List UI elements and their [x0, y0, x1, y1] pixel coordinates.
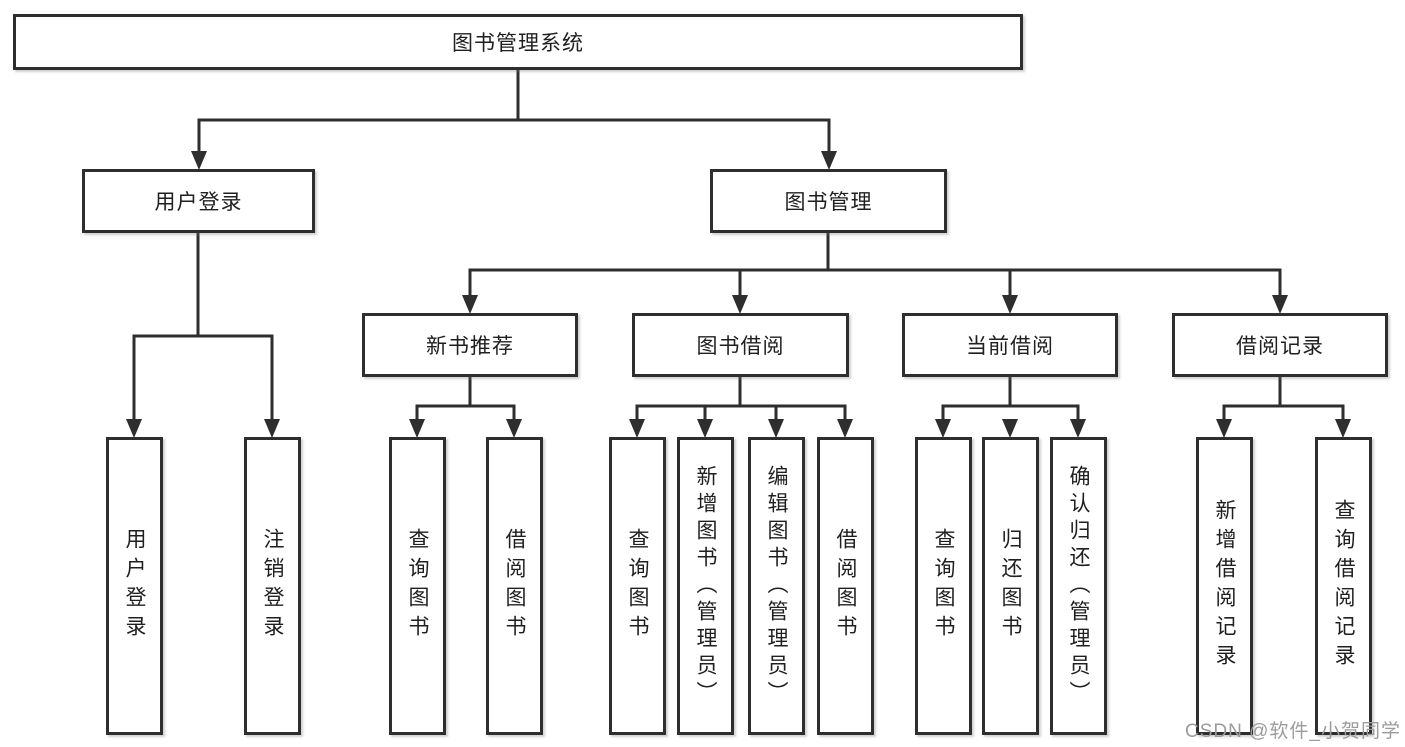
leaf-query-books-recommend: 查询图书 — [389, 437, 446, 735]
arrowheads — [126, 151, 1351, 438]
node-book-borrow: 图书借阅 — [632, 313, 849, 377]
leaf-confirm-return-admin: 确认归还（管理员） — [1050, 437, 1107, 735]
node-current-borrow: 当前借阅 — [902, 313, 1118, 377]
leaf-add-book-admin: 新增图书（管理员） — [677, 437, 734, 735]
leaf-query-borrow-record: 查询借阅记录 — [1315, 437, 1372, 735]
node-root-system: 图书管理系统 — [13, 14, 1023, 70]
leaf-user-login: 用户登录 — [106, 437, 163, 735]
leaf-logout: 注销登录 — [244, 437, 301, 735]
node-borrow-records: 借阅记录 — [1172, 313, 1388, 377]
leaf-query-books-borrow: 查询图书 — [609, 437, 666, 735]
node-user-login: 用户登录 — [82, 169, 315, 233]
leaf-borrow-book: 借阅图书 — [817, 437, 874, 735]
leaf-return-book: 归还图书 — [982, 437, 1039, 735]
node-book-management: 图书管理 — [710, 169, 947, 233]
leaf-add-borrow-record: 新增借阅记录 — [1196, 437, 1253, 735]
leaf-borrow-books-recommend: 借阅图书 — [486, 437, 543, 735]
leaf-edit-book-admin: 编辑图书（管理员） — [748, 437, 805, 735]
node-new-book-recommend: 新书推荐 — [362, 313, 578, 377]
leaf-query-books-current: 查询图书 — [915, 437, 972, 735]
csdn-watermark: CSDN @软件_小贺同学 — [1185, 721, 1401, 742]
